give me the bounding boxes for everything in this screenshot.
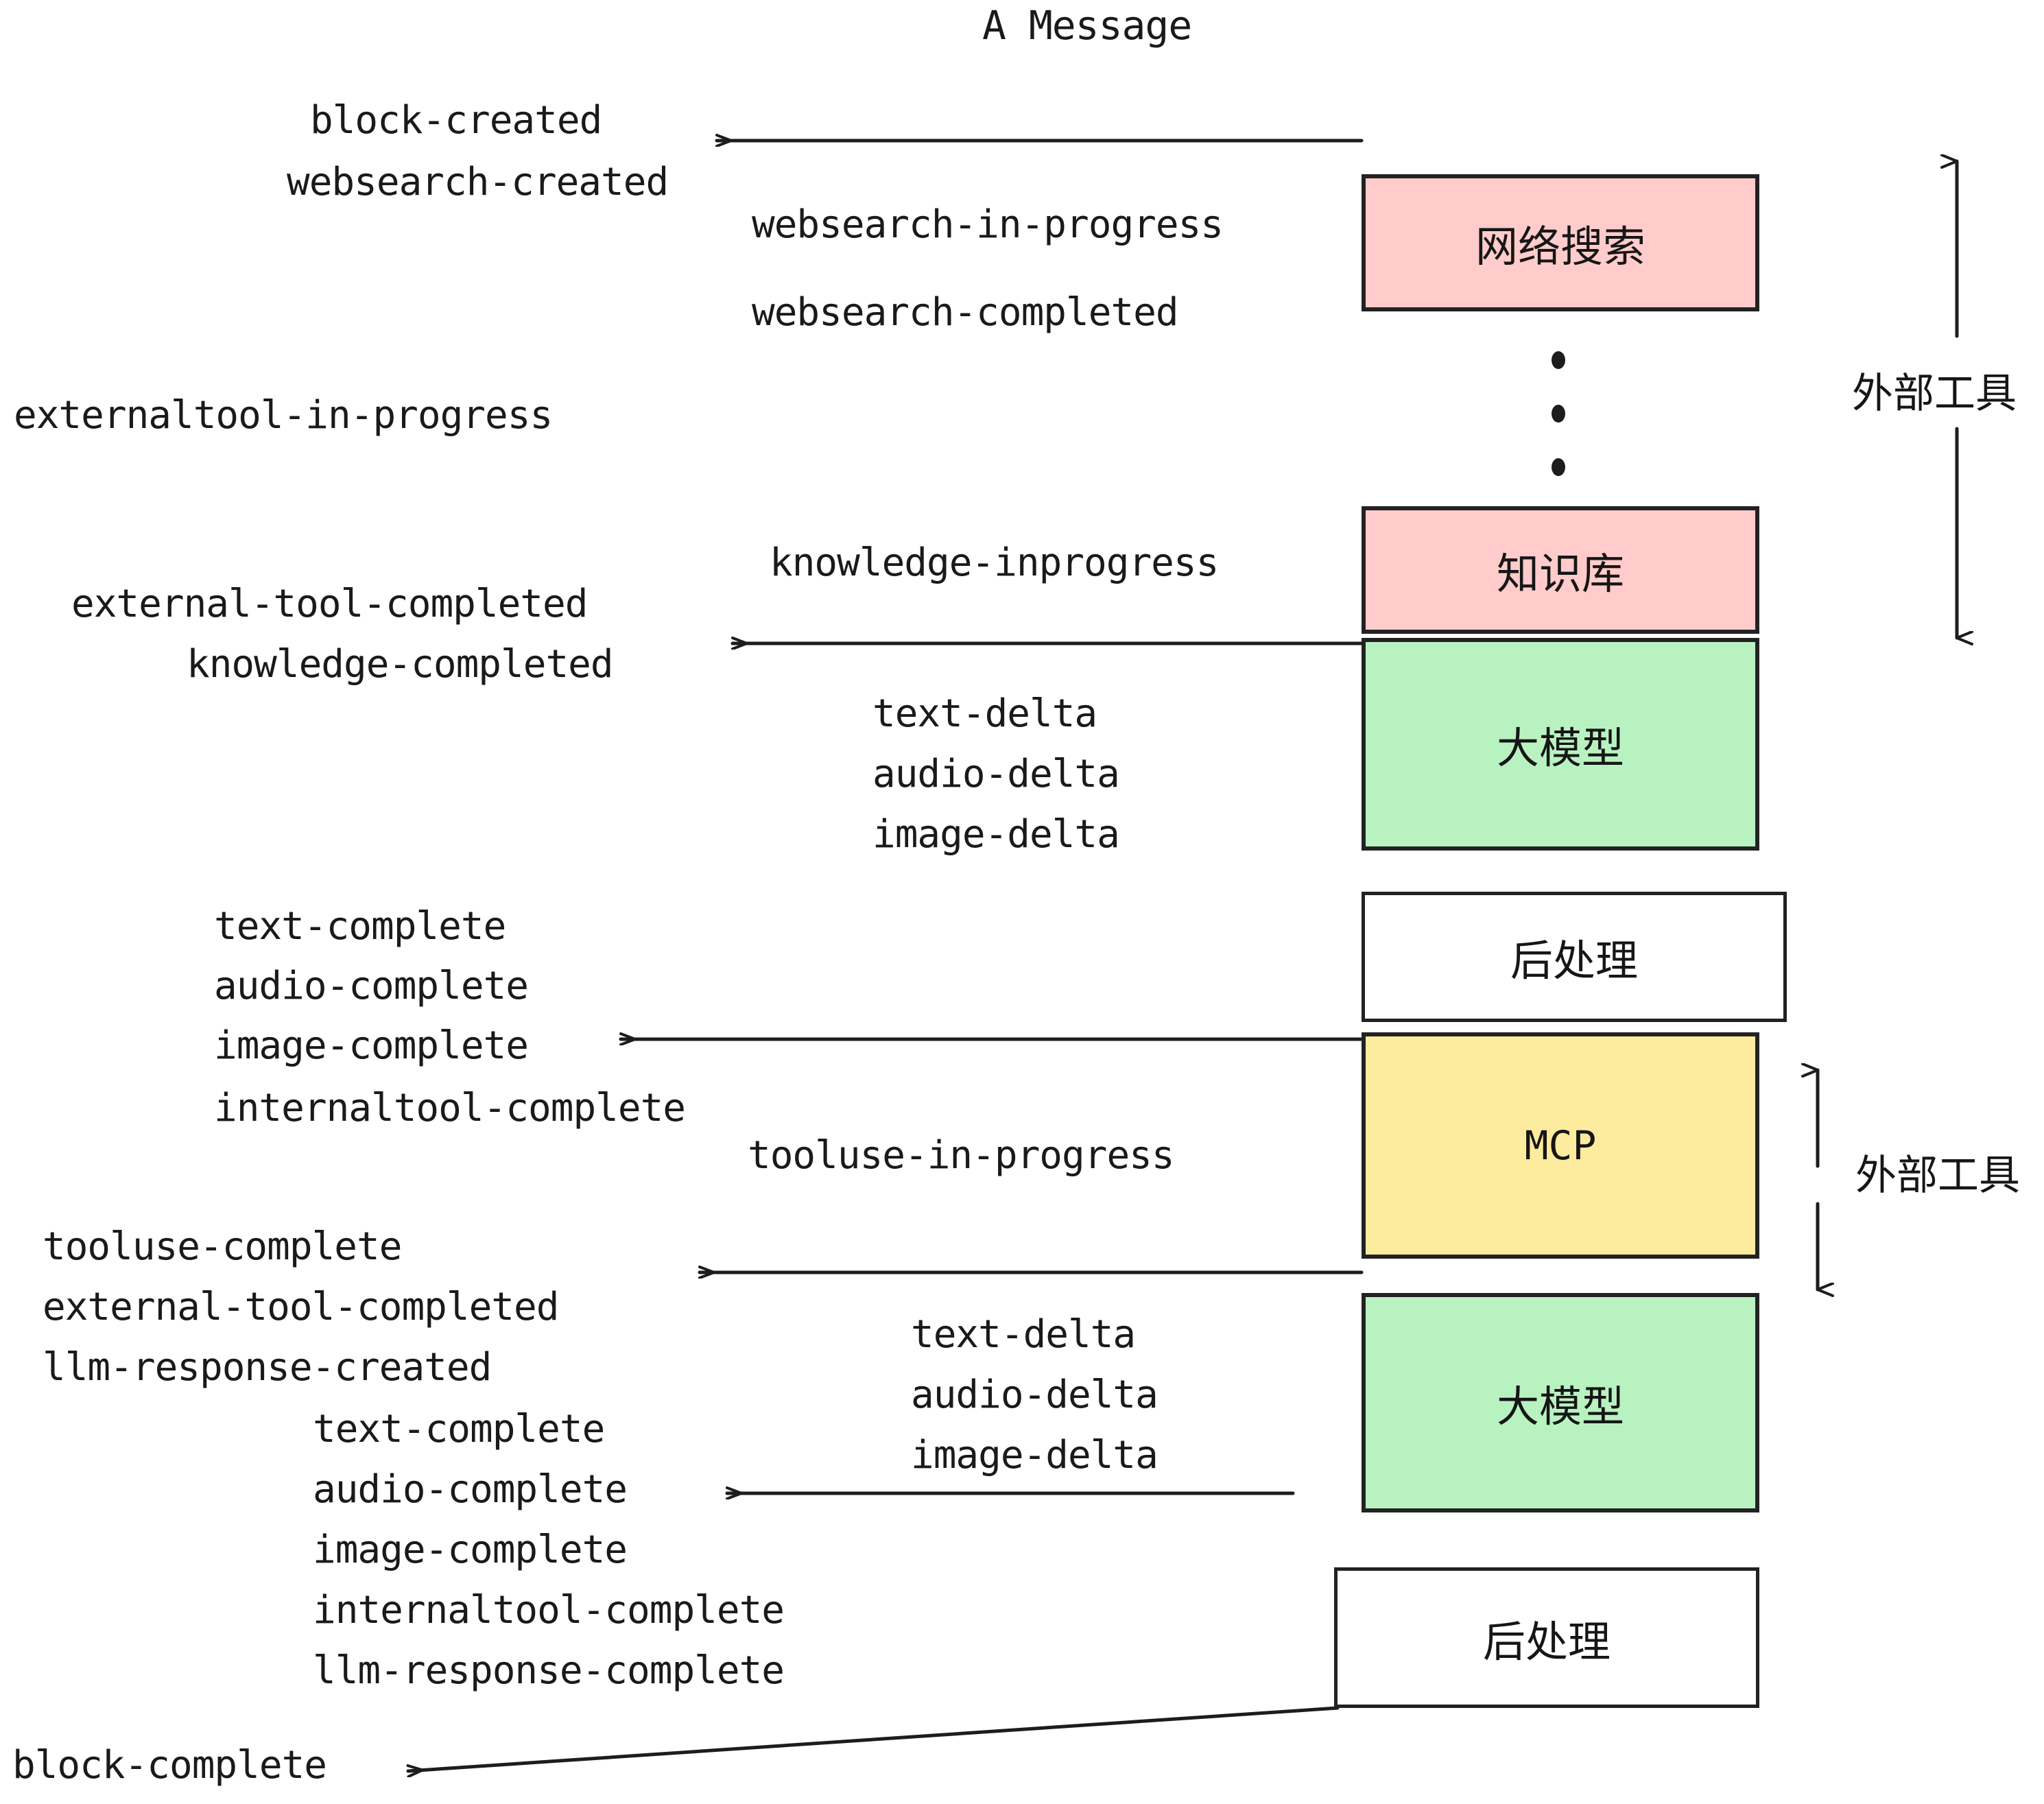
event-external-tool-completed-1: external-tool-completed: [71, 582, 588, 626]
event-internaltool-complete-1: internaltool-complete: [214, 1086, 686, 1130]
event-externaltool-in-progress: externaltool-in-progress: [14, 393, 553, 438]
event-llm-response-complete: llm-response-complete: [313, 1648, 785, 1693]
box-llm-bottom-label: 大模型: [1496, 1381, 1624, 1432]
box-llm-top-label: 大模型: [1496, 723, 1624, 773]
event-knowledge-completed: knowledge-completed: [187, 642, 614, 687]
ellipsis-dot-icon: [1552, 405, 1565, 423]
event-text-delta-2: text-delta: [911, 1312, 1136, 1357]
box-postprocess-top-label: 后处理: [1510, 936, 1638, 986]
event-external-tool-completed-2: external-tool-completed: [43, 1285, 559, 1329]
event-audio-delta-1: audio-delta: [872, 752, 1120, 796]
event-websearch-created: websearch-created: [287, 160, 669, 204]
box-knowledge-label: 知识库: [1496, 549, 1624, 599]
side-label-external-tools-top: 外部工具: [1852, 370, 2017, 418]
box-postprocess-bottom-label: 后处理: [1482, 1616, 1611, 1667]
event-audio-delta-2: audio-delta: [911, 1373, 1158, 1417]
event-image-complete-1: image-complete: [214, 1023, 529, 1068]
box-llm-top[interactable]: 大模型: [1362, 638, 1759, 851]
event-block-created: block-created: [310, 98, 602, 143]
side-label-external-tools-bottom: 外部工具: [1855, 1152, 2020, 1200]
event-image-delta-1: image-delta: [872, 812, 1120, 857]
box-knowledge[interactable]: 知识库: [1362, 506, 1759, 634]
event-websearch-in-progress: websearch-in-progress: [752, 202, 1224, 247]
event-text-complete-1: text-complete: [214, 904, 506, 949]
event-websearch-completed: websearch-completed: [752, 290, 1179, 335]
box-mcp[interactable]: MCP: [1362, 1032, 1759, 1259]
event-block-complete: block-complete: [12, 1743, 327, 1788]
page-title: A Message: [982, 2, 1192, 49]
event-llm-response-created: llm-response-created: [43, 1345, 492, 1390]
box-mcp-label: MCP: [1524, 1122, 1597, 1169]
box-postprocess-top[interactable]: 后处理: [1362, 892, 1787, 1022]
event-internaltool-complete-2: internaltool-complete: [313, 1588, 785, 1633]
ellipsis-dot-icon: [1552, 458, 1565, 476]
arrow-postprocess-to-block-complete: [408, 1706, 1340, 1771]
box-websearch-label: 网络搜索: [1475, 222, 1645, 272]
event-knowledge-inprogress: knowledge-inprogress: [770, 541, 1219, 585]
event-image-delta-2: image-delta: [911, 1433, 1158, 1477]
box-websearch[interactable]: 网络搜索: [1362, 174, 1759, 311]
box-postprocess-bottom[interactable]: 后处理: [1334, 1567, 1759, 1708]
event-text-delta-1: text-delta: [872, 691, 1097, 736]
event-text-complete-2: text-complete: [313, 1407, 605, 1451]
event-image-complete-2: image-complete: [313, 1528, 628, 1572]
ellipsis-dot-icon: [1552, 351, 1565, 369]
event-tooluse-complete: tooluse-complete: [43, 1224, 402, 1269]
event-audio-complete-1: audio-complete: [214, 964, 529, 1008]
event-audio-complete-2: audio-complete: [313, 1467, 628, 1512]
event-tooluse-in-progress: tooluse-in-progress: [748, 1133, 1175, 1178]
box-llm-bottom[interactable]: 大模型: [1362, 1293, 1759, 1512]
